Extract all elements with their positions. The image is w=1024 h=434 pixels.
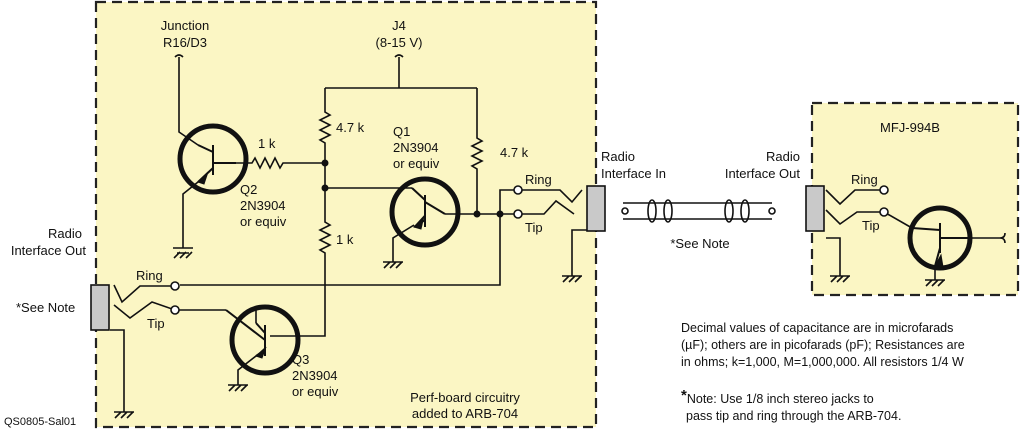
q1-emitter-arrow xyxy=(413,214,425,230)
ring-left-label: Ring xyxy=(136,268,163,283)
mfj-tip-terminal xyxy=(879,207,889,217)
q3-transistor xyxy=(229,304,301,376)
q2-part-label: 2N3904 xyxy=(240,198,286,213)
q2-emitter-arrow xyxy=(197,171,209,185)
left-jack xyxy=(90,284,110,331)
ring-mfj-label: Ring xyxy=(851,172,878,187)
cable-connector xyxy=(647,199,657,223)
q1-name-label: Q1 xyxy=(393,124,411,139)
radio-out-left-label-1: Radio xyxy=(48,226,82,241)
left-jack-tip-contact xyxy=(113,301,226,320)
junction-terminal-wire xyxy=(174,54,199,146)
q2-equiv-label: or equiv xyxy=(240,214,287,229)
values-note-line-1: Decimal values of capacitance are in mic… xyxy=(681,321,954,335)
left-jack-ground-wire xyxy=(110,329,125,412)
cable-end-left xyxy=(621,207,629,215)
q1-ring-wire xyxy=(499,189,518,214)
ground-symbol xyxy=(562,275,582,283)
q3-name-label: Q3 xyxy=(292,352,310,367)
q1-transistor xyxy=(389,176,461,248)
q3-part-label: 2N3904 xyxy=(292,368,338,383)
resistor-1k-base xyxy=(236,156,325,170)
tip-mfj-label: Tip xyxy=(862,218,880,233)
values-note-line-3: in ohms; k=1,000, M=1,000,000. All resis… xyxy=(681,355,964,369)
q1-equiv-label: or equiv xyxy=(393,156,440,171)
resistor-4k7-left xyxy=(318,88,332,163)
junction-dot xyxy=(496,210,504,218)
q2-name-label: Q2 xyxy=(240,182,258,197)
values-note-line-2: (µF); others are in picofarads (pF); Res… xyxy=(681,338,965,352)
radio-in-label-2: Interface In xyxy=(601,166,667,181)
junction-dot xyxy=(321,184,329,192)
ground-symbol xyxy=(383,261,403,269)
r-1k-divider-label: 1 k xyxy=(336,232,354,247)
q3-equiv-label: or equiv xyxy=(292,384,339,399)
j4-terminal-wire xyxy=(394,54,404,88)
r-4k7-left-label: 4.7 k xyxy=(336,120,365,135)
mfj-jack-ground xyxy=(826,237,841,276)
cable-end-right xyxy=(768,207,776,215)
junction-dot xyxy=(321,159,329,167)
q1-part-label: 2N3904 xyxy=(393,140,439,155)
cable-connector xyxy=(663,199,673,223)
junction-label: Junction xyxy=(160,18,210,33)
q3-emitter-wire xyxy=(237,355,257,385)
mfj-ring-terminal xyxy=(879,185,889,195)
ground-symbol xyxy=(925,279,945,287)
left-jack-ring-contact xyxy=(113,284,175,304)
radio-out-right-label-2: Interface Out xyxy=(724,166,800,181)
j4-label: J4 xyxy=(392,18,406,33)
ground-symbol xyxy=(830,275,850,283)
perf-board-label-1: Perf-board circuitry xyxy=(410,390,520,405)
figure-id-label: QS0805-Sal01 xyxy=(4,416,77,428)
q1-emitter-wire xyxy=(392,224,415,262)
see-note-left-label: *See Note xyxy=(16,300,76,315)
resistor-1k-divider xyxy=(270,163,332,337)
r-4k7-right-label: 4.7 k xyxy=(500,145,529,160)
resistor-4k7-right xyxy=(470,88,484,213)
mfj-emitter-arrow xyxy=(934,253,944,268)
q3-emitter-arrow xyxy=(255,346,267,359)
left-ring-terminal xyxy=(170,281,180,291)
see-note-cable-label: *See Note xyxy=(670,236,730,251)
q1-jack-ring-contact xyxy=(518,189,583,204)
ground-symbol xyxy=(114,411,134,419)
perf-board-label-2: added to ARB-704 xyxy=(411,406,519,421)
ground-symbol xyxy=(228,384,248,392)
mfj-jack xyxy=(805,185,825,232)
radio-out-left-label-2: Interface Out xyxy=(10,243,86,258)
junction-dot xyxy=(473,210,481,218)
q1-ring-terminal xyxy=(513,185,523,195)
ring-return-wire xyxy=(180,214,501,286)
left-tip-terminal xyxy=(170,305,180,315)
jack-note-line-1: *Note: Use 1/8 inch stereo jacks to xyxy=(681,387,874,408)
radio-in-label-1: Radio xyxy=(601,149,635,164)
mfj-transistor-collector xyxy=(883,211,913,229)
mfj-title-label: MFJ-994B xyxy=(880,120,940,135)
note-asterisk: * xyxy=(681,387,687,404)
tip-q1-label: Tip xyxy=(525,220,543,235)
jack-note-text-1: Note: Use 1/8 inch stereo jacks to xyxy=(686,392,874,406)
junction-ref-label: R16/D3 xyxy=(162,35,208,50)
ground-symbol xyxy=(173,247,193,259)
radio-out-right-label-1: Radio xyxy=(766,149,800,164)
interface-in-jack xyxy=(586,185,606,232)
jack-note-line-2: pass tip and ring through the ARB-704. xyxy=(686,409,902,423)
mfj-jack-tip-contact xyxy=(825,209,884,226)
ring-q1-label: Ring xyxy=(525,172,552,187)
j4-voltage-label: (8-15 V) xyxy=(375,35,423,50)
cable-connector xyxy=(740,199,750,223)
q2-transistor xyxy=(177,123,249,195)
q1-jack-tip-contact xyxy=(518,199,575,215)
mfj-transistor-base xyxy=(970,232,1006,244)
mfj-jack-ring-contact xyxy=(825,189,884,206)
q1-tip-terminal xyxy=(513,209,523,219)
tip-left-label: Tip xyxy=(147,316,165,331)
cable-connector xyxy=(724,199,734,223)
r-1k-base-label: 1 k xyxy=(258,136,276,151)
